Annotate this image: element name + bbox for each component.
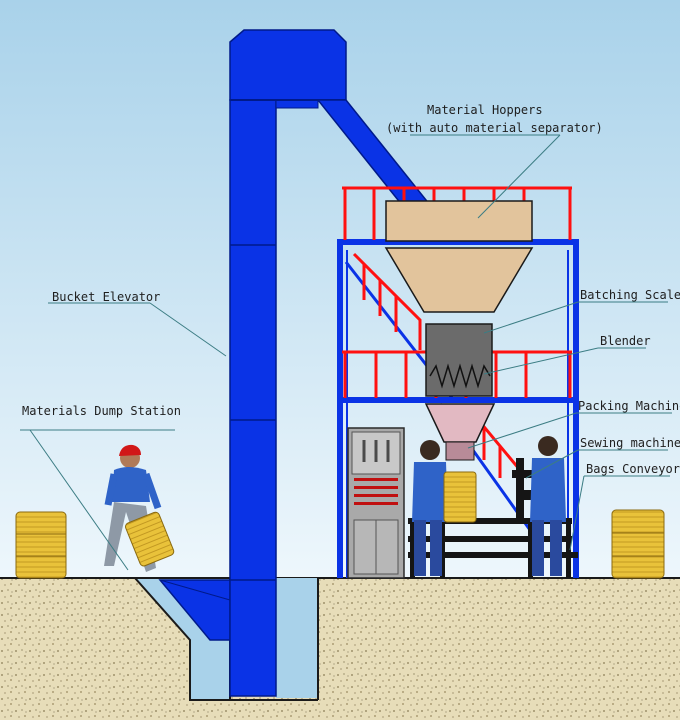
batching-scale [425,323,493,397]
bag-stack-left [15,511,67,579]
control-panel [347,427,405,579]
label-materials-dump-station: Materials Dump Station [22,404,181,418]
bag-stack-right [611,509,665,579]
label-material-hoppers: Material Hoppers [427,103,543,117]
ground [0,577,680,720]
worker-packing [412,440,477,576]
label-packing-machine: Packing Machine [578,399,680,413]
bucket-elevator [229,29,432,697]
label-batching-scale: Batching Scale [580,288,680,302]
label-bags-conveyor: Bags Conveyor [586,462,680,476]
label-material-hoppers-subtitle: (with auto material separator) [386,121,603,135]
worker-sewing [530,436,566,576]
blender-spring [429,363,491,389]
label-bucket-elevator: Bucket Elevator [52,290,161,304]
sewing-machine [512,458,538,518]
material-hopper [384,200,534,313]
label-blender: Blender [600,334,651,348]
label-sewing-machine: Sewing machine [580,436,680,450]
elevator-pit [190,578,319,701]
support-frame [337,239,579,578]
bags-conveyor [408,518,578,578]
leader-lines [20,134,672,571]
worker-dump-station [104,444,175,572]
packing-machine [424,403,496,461]
